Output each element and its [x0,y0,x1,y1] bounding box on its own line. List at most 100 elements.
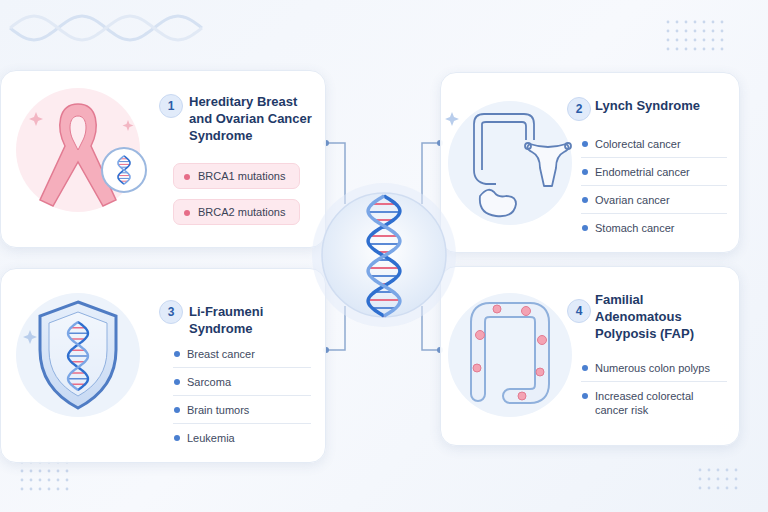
bullet-item: Brain tumors [173,403,311,424]
dot-grid [30,479,33,482]
callout-number: 1 [168,99,175,113]
bullet-item: Numerous colon polyps [581,361,727,382]
organs-illustration [445,101,572,225]
icon-circle [448,293,572,417]
helix-rung [68,333,88,334]
dot-grid [676,39,679,42]
dot-grid [708,487,711,490]
bullet-item: Colorectal cancer [581,137,727,158]
callout-number: 4 [576,304,583,318]
helix-rung [369,267,399,269]
dot-grid [685,21,688,24]
helix-rung [71,338,85,339]
dot-grid [30,470,33,473]
dot-grid [721,48,724,51]
dot-grid [726,478,729,481]
helix-strand [368,196,400,316]
dot-grid [694,39,697,42]
stomach-outline [480,190,516,217]
callout-number: 1 [159,94,183,118]
dot-grid [667,30,670,33]
pink-ribbon [40,104,116,206]
bullet-item: Endometrial cancer [581,165,727,186]
dot-grid [676,48,679,51]
helix-rung [375,219,394,221]
icon-circle [16,88,140,212]
callout-number: 2 [576,102,583,116]
helix-rung [71,350,85,351]
connector-line [422,143,440,204]
ovary [525,143,531,149]
dot-grid [676,21,679,24]
helix-rung [71,361,85,362]
callout-number: 3 [168,305,175,319]
dot-grid [708,478,711,481]
dot-grid [48,470,51,473]
syndrome-card: Li-Fraumeni SyndromeBreast cancerSarcoma… [0,268,326,463]
dot-grid [726,469,729,472]
dot-grid [685,48,688,51]
dot-grid [703,48,706,51]
helix-rung [381,283,388,285]
helix-rung [118,161,129,162]
shield-inner [49,312,107,396]
colon-lumen [478,310,542,396]
ovary [565,143,571,149]
dot-grid [21,488,24,491]
dot-grid [667,39,670,42]
dot-grid [712,39,715,42]
dot-grid [699,487,702,490]
ribbon-loop [70,116,86,150]
helix-rung [370,275,398,277]
dot-grid [66,470,69,473]
helix-rung [118,178,129,179]
bullet-item: Ovarian cancer [581,193,727,214]
bullet-item: Sarcoma [173,375,311,396]
uterus-outline [527,144,568,186]
dot-grid [21,479,24,482]
shield [40,302,116,408]
dot-grid [66,488,69,491]
helix-rung [120,172,127,173]
dot-grid [667,21,670,24]
dot-grid [39,470,42,473]
dot-grid [39,488,42,491]
helix-rung [71,384,85,385]
colon-outline [474,114,534,170]
dot-grid [703,30,706,33]
background-helix [10,16,202,40]
dot-grid [694,21,697,24]
helix-rung [377,259,390,261]
sparkle [123,120,134,131]
callout-number: 2 [567,97,591,121]
icon-circle [16,293,140,417]
dot-grid [735,469,738,472]
helix-rung [120,167,127,168]
dot-grid [721,39,724,42]
helix-rung [381,227,388,229]
ribbon-illustration [16,88,146,212]
helix-rung [118,164,129,165]
card-title: Lynch Syndrome [595,97,727,114]
mutation-label: BRCA2 mutations [198,200,285,224]
dot-grid [48,488,51,491]
callout-number: 3 [159,300,183,324]
helix-rung [71,372,85,373]
shield-illustration [16,293,140,417]
helix-rung [120,181,127,182]
dot-grid [726,487,729,490]
helix-rung [68,355,88,356]
connector-line [422,306,440,350]
connector-lines [326,143,440,350]
helix-strand [368,196,400,316]
dot-grid [712,30,715,33]
helix-strand [118,156,130,184]
helix-rung [372,307,396,309]
dot-grid [703,39,706,42]
dot-grid [712,21,715,24]
sparkle [23,330,37,344]
connector-line [326,143,345,204]
dot-grid [699,478,702,481]
helix-strand [68,322,88,390]
